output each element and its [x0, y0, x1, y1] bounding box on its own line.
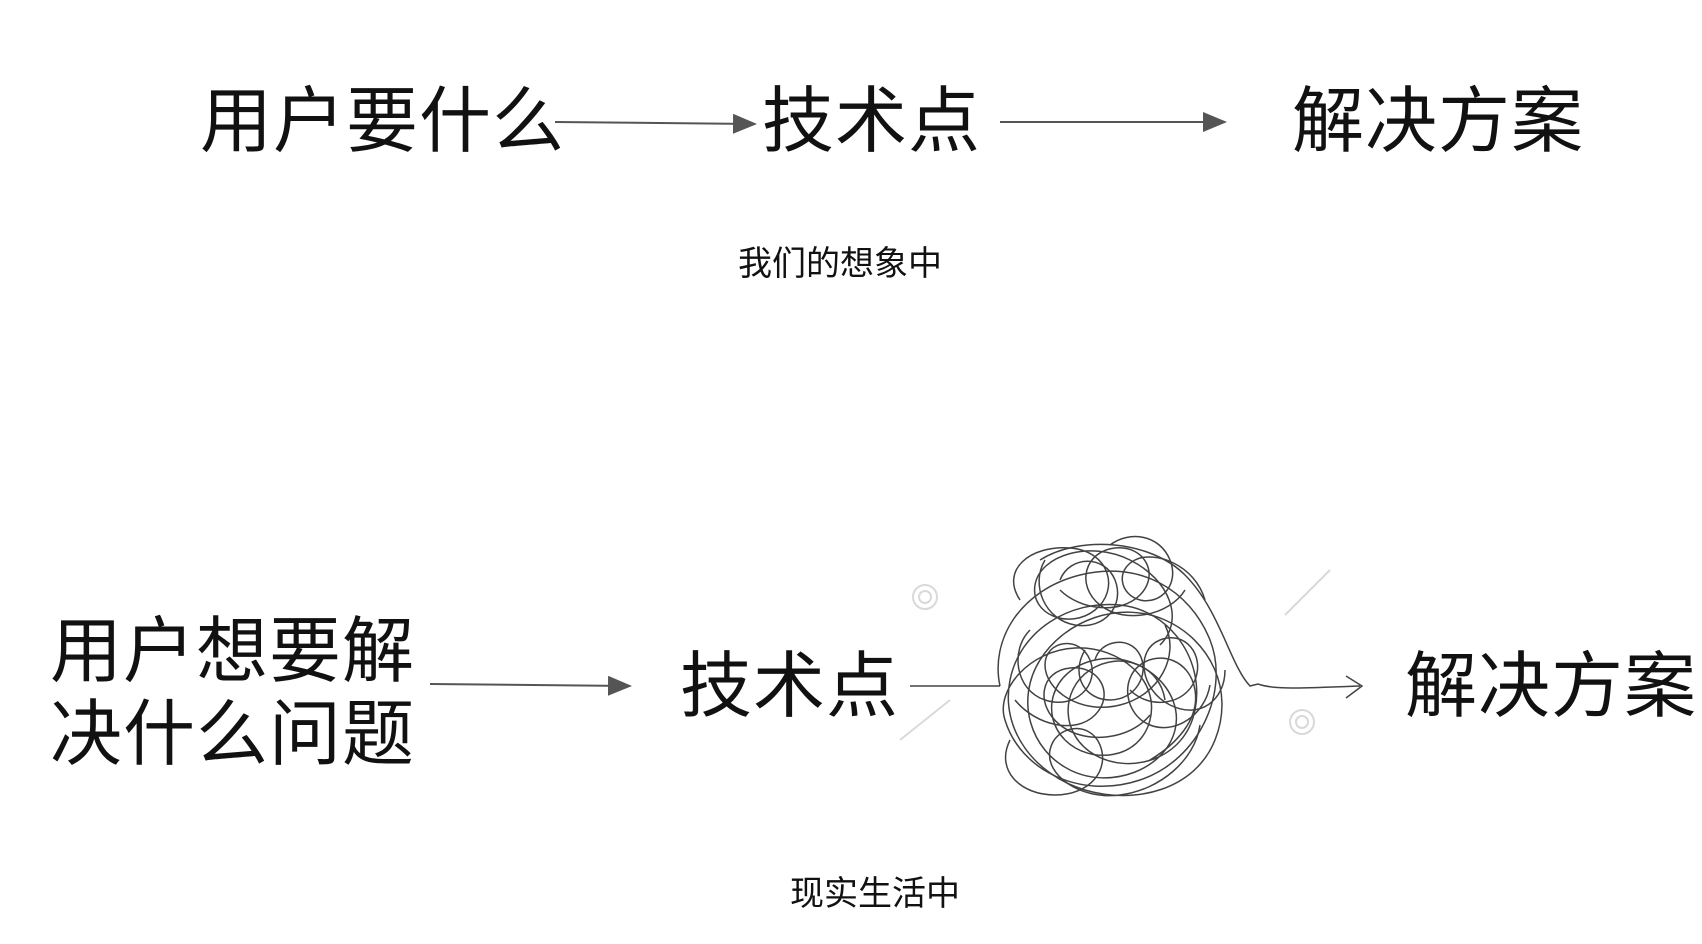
arrow-right-icon	[554, 113, 757, 134]
arrow-right-icon	[1257, 683, 1361, 689]
imagined-step-tech-points: 技术点	[762, 79, 982, 163]
reality-step-user-problem-line1: 用户想要解	[50, 609, 416, 693]
imagined-step-solution: 解决方案	[1292, 79, 1585, 163]
watermark-mark	[1289, 709, 1315, 735]
reality-caption: 现实生活中	[790, 874, 960, 914]
imagined-caption: 我们的想象中	[738, 244, 942, 284]
imagined-step-user-needs: 用户要什么	[200, 79, 566, 163]
tangled-scribble-icon	[997, 535, 1259, 797]
arrow-right-icon	[429, 675, 632, 696]
open-arrowhead	[1345, 675, 1364, 699]
reality-step-solution: 解决方案	[1405, 644, 1698, 728]
reality-step-tech-points: 技术点	[680, 644, 900, 728]
watermark-mark	[912, 584, 938, 610]
reality-step-user-problem: 用户想要解 决什么问题	[50, 610, 415, 776]
watermark-mark	[1295, 715, 1309, 729]
watermark-mark	[1284, 569, 1331, 616]
watermark-mark	[918, 590, 932, 604]
reality-step-user-problem-line2: 决什么问题	[50, 691, 416, 776]
watermark-mark	[899, 699, 951, 741]
